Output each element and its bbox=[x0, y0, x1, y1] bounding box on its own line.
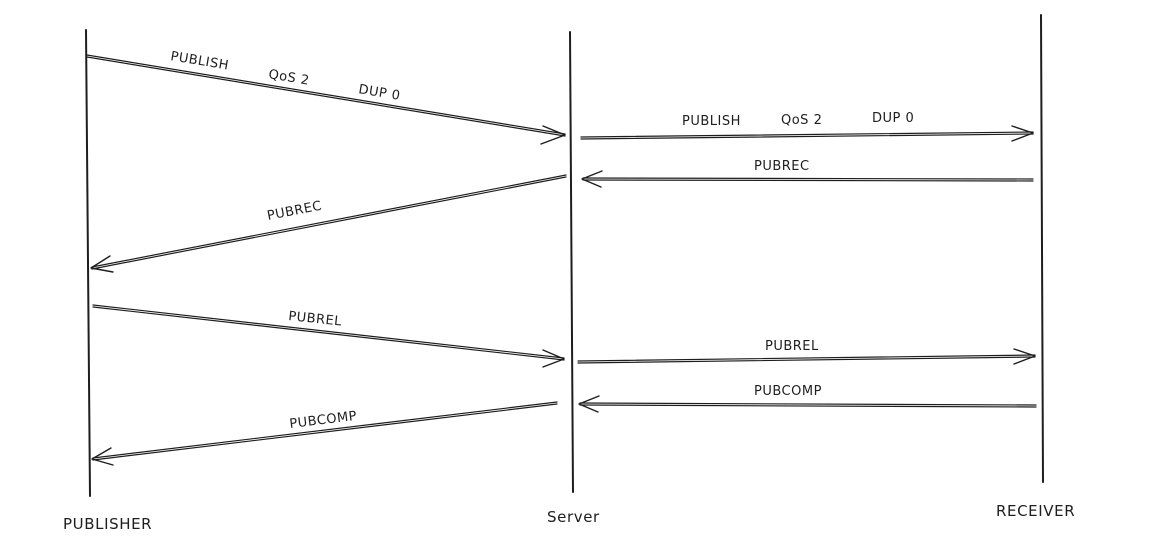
publish-message-server-to-receiver: PUBLISH QoS 2 DUP 0 bbox=[580, 111, 1034, 142]
pubrel-message-server-to-receiver: PUBREL bbox=[577, 339, 1036, 365]
pubrel-label: PUBREL bbox=[765, 339, 819, 354]
pubrel-message-publisher-to-server: PUBREL bbox=[92, 304, 565, 368]
pubrel-arrow-line-secondary bbox=[92, 306, 565, 361]
publish-arrow-line-secondary bbox=[580, 133, 1034, 140]
pubcomp-arrow-line-secondary bbox=[92, 403, 558, 461]
pubcomp-message-receiver-to-server: PUBCOMP bbox=[578, 384, 1037, 413]
pubcomp-arrow-line bbox=[92, 401, 558, 459]
pubrec-label: PUBREC bbox=[266, 199, 323, 224]
pubrec-message-server-to-publisher: PUBREC bbox=[90, 174, 567, 273]
pubrec-message-receiver-to-server: PUBREC bbox=[581, 159, 1034, 188]
publish-arrow-line bbox=[86, 54, 566, 135]
pubrel-arrow-line-secondary bbox=[577, 356, 1036, 364]
pubrec-arrow-line bbox=[91, 174, 567, 268]
dup-label: DUP 0 bbox=[357, 82, 401, 104]
server-label: Server bbox=[547, 508, 600, 526]
pubrel-arrow-line bbox=[577, 354, 1036, 362]
arrowhead-left-icon bbox=[90, 255, 114, 273]
pubrel-label: PUBREL bbox=[288, 309, 343, 330]
publish-message-publisher-to-server: PUBLISH QoS 2 DUP 0 bbox=[86, 49, 566, 145]
arrowhead-right-icon bbox=[1013, 348, 1036, 365]
arrowhead-right-icon bbox=[540, 125, 566, 145]
pubcomp-arrow-line-secondary bbox=[579, 404, 1037, 408]
arrowhead-right-icon bbox=[1011, 125, 1034, 142]
qos-label: QoS 2 bbox=[267, 67, 310, 89]
pubcomp-message-server-to-publisher: PUBCOMP bbox=[91, 401, 558, 466]
receiver-label: RECEIVER bbox=[996, 502, 1075, 520]
pubrec-arrow-line-secondary bbox=[582, 179, 1034, 182]
pubrec-arrow-line bbox=[582, 177, 1034, 180]
pubrec-label: PUBREC bbox=[754, 159, 810, 174]
pubrec-arrow-line-secondary bbox=[91, 176, 567, 270]
pubcomp-label: PUBCOMP bbox=[289, 409, 358, 432]
arrowhead-right-icon bbox=[542, 349, 565, 368]
pubcomp-arrow-line bbox=[579, 402, 1037, 406]
server-lifeline bbox=[569, 31, 574, 493]
pubcomp-label: PUBCOMP bbox=[754, 384, 822, 399]
arrowhead-left-icon bbox=[91, 447, 114, 466]
pubrel-arrow-line bbox=[92, 304, 565, 359]
receiver-lifeline bbox=[1040, 14, 1044, 483]
publish-arrow-line-secondary bbox=[86, 56, 566, 137]
publish-label: PUBLISH bbox=[682, 114, 741, 129]
dup-label: DUP 0 bbox=[872, 111, 914, 126]
publish-arrow-line bbox=[580, 131, 1034, 138]
arrowhead-left-icon bbox=[578, 395, 600, 413]
arrowhead-left-icon bbox=[581, 170, 603, 188]
qos-label: QoS 2 bbox=[781, 113, 822, 128]
publisher-label: PUBLISHER bbox=[63, 515, 152, 533]
publisher-lifeline bbox=[85, 29, 91, 497]
